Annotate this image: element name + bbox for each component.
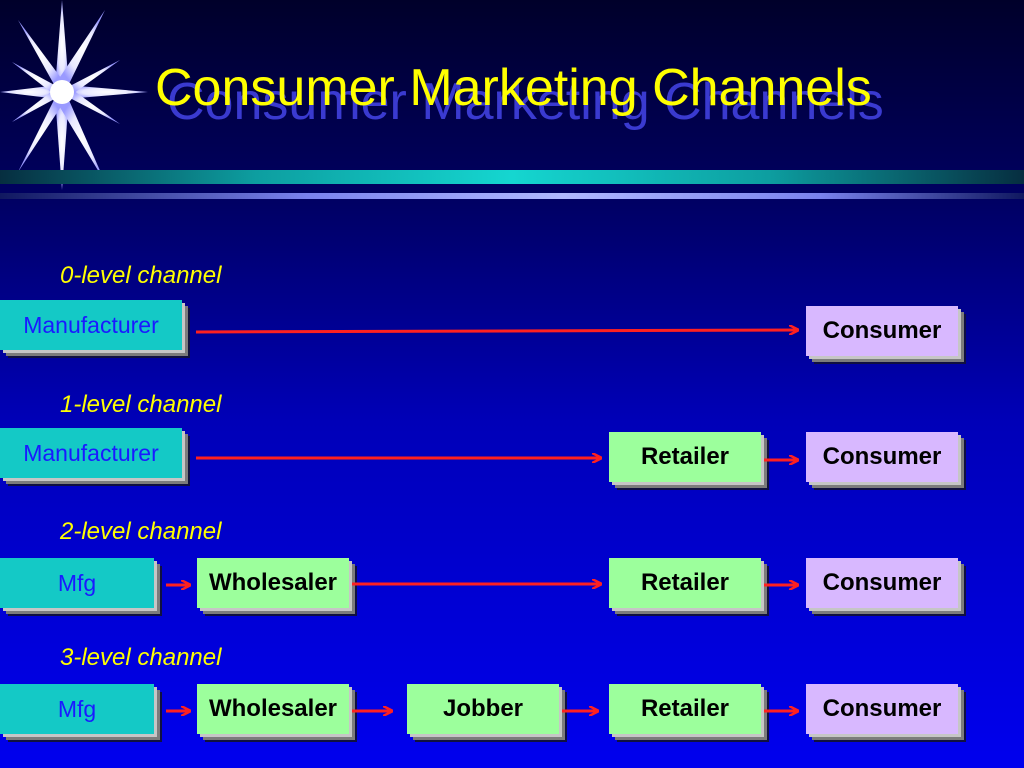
arrow-manufacturer-to-consumer	[196, 330, 798, 332]
